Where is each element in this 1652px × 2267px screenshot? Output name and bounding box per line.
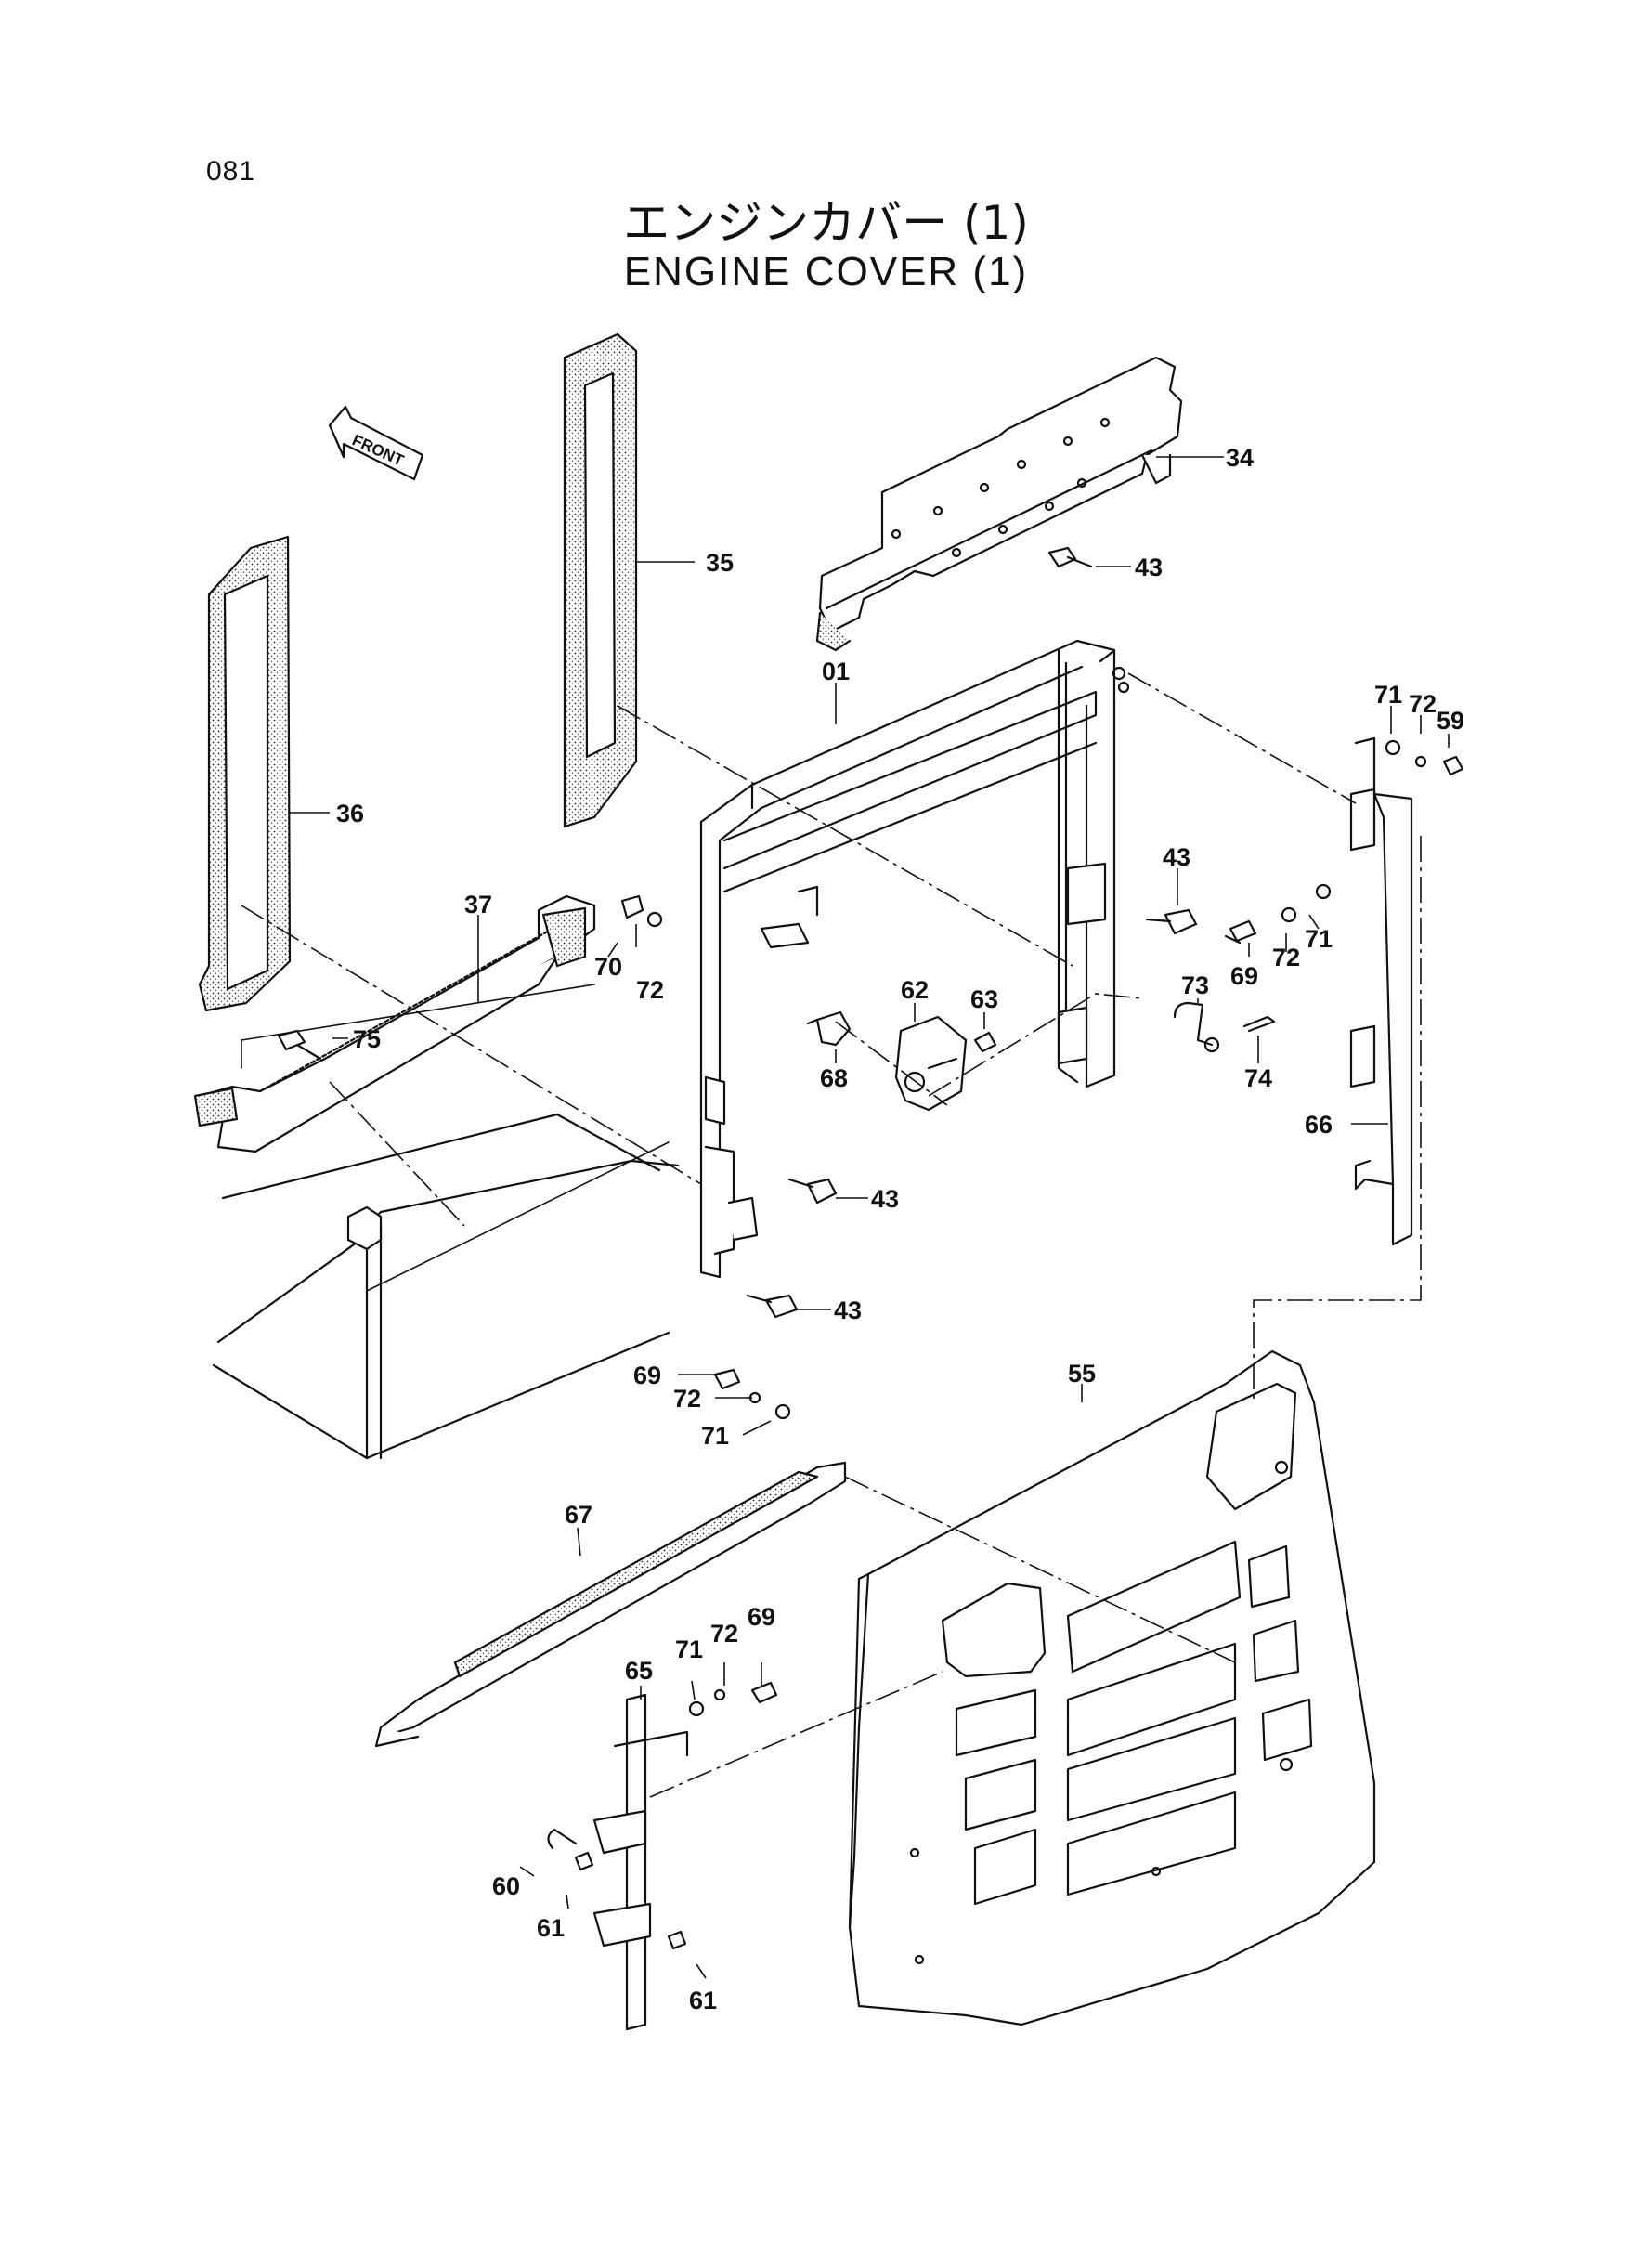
bolt-69-low xyxy=(713,1368,741,1390)
callout-69-low: 69 xyxy=(633,1362,661,1389)
callout-60: 60 xyxy=(492,1872,520,1900)
channel-part-37 xyxy=(193,894,596,1153)
nut-59 xyxy=(1442,755,1464,776)
seal-part-35 xyxy=(563,332,638,828)
title-english: ENGINE COVER (1) xyxy=(623,249,1029,294)
bracket-part-66 xyxy=(1349,736,1413,1246)
callout-35: 35 xyxy=(706,549,734,577)
page-number: 081 xyxy=(206,156,256,187)
ubolt-part-73 xyxy=(1173,1001,1220,1053)
seal-part-36 xyxy=(198,535,292,1012)
callout-65: 65 xyxy=(625,1657,653,1685)
callout-34: 34 xyxy=(1226,444,1254,472)
callout-71-top: 71 xyxy=(1374,681,1402,709)
callout-72-mid: 72 xyxy=(1272,944,1300,971)
callout-73: 73 xyxy=(1181,971,1209,999)
latch-part-62 xyxy=(894,1015,968,1112)
callout-72-bottom: 72 xyxy=(710,1620,738,1648)
hood-body xyxy=(212,984,680,1460)
callout-63: 63 xyxy=(970,985,998,1013)
callout-66: 66 xyxy=(1305,1111,1333,1139)
bracket-part-34 xyxy=(815,356,1183,652)
callout-72-left: 72 xyxy=(636,976,664,1004)
callout-62: 62 xyxy=(901,976,929,1004)
callout-43-top: 43 xyxy=(1135,554,1163,581)
pin-part-74 xyxy=(1242,1015,1276,1033)
bolt-43-mid xyxy=(1145,908,1198,935)
assembly-lines xyxy=(241,672,1422,1798)
callout-61-right: 61 xyxy=(689,1987,717,2014)
callout-59: 59 xyxy=(1437,707,1464,735)
nut-61a xyxy=(574,1851,594,1871)
front-arrow-icon: FRONT xyxy=(328,405,424,481)
callout-71-bottom: 71 xyxy=(675,1635,703,1663)
nut-70 xyxy=(620,894,644,919)
callout-74: 74 xyxy=(1244,1064,1272,1092)
callout-72-top: 72 xyxy=(1409,690,1437,718)
callout-36: 36 xyxy=(336,800,364,827)
callout-37: 37 xyxy=(464,891,492,919)
callout-43-mid: 43 xyxy=(1163,843,1190,871)
callout-71-mid: 71 xyxy=(1305,925,1333,953)
callout-71-low: 71 xyxy=(701,1422,729,1450)
bolt-69-bottom xyxy=(750,1681,778,1704)
knob-part-68 xyxy=(806,1010,852,1047)
callouts: 34 43 35 36 37 01 43 71 72 59 71 72 69 7… xyxy=(336,444,1464,2014)
callout-61-left: 61 xyxy=(537,1914,565,1942)
frame-part-01 xyxy=(699,639,1130,1279)
bolt-43-left1 xyxy=(787,1178,838,1205)
callout-75: 75 xyxy=(353,1025,381,1053)
callout-69-mid: 69 xyxy=(1230,962,1258,990)
bolt-43-top xyxy=(1047,546,1093,568)
callout-70: 70 xyxy=(594,953,622,981)
fasteners xyxy=(277,546,1464,1950)
leader-lines xyxy=(290,456,1450,1979)
title-japanese: エンジンカバー (1) xyxy=(623,196,1029,250)
callout-69-bottom: 69 xyxy=(748,1603,775,1631)
cover-part-55 xyxy=(848,1349,1376,2026)
bracket-part-65 xyxy=(592,1693,689,2031)
callout-43-left1: 43 xyxy=(871,1185,899,1213)
callout-67: 67 xyxy=(565,1501,592,1529)
callout-55: 55 xyxy=(1068,1360,1096,1388)
bolt-43-left2 xyxy=(746,1294,799,1319)
bolt-75 xyxy=(277,1029,322,1061)
callout-68: 68 xyxy=(820,1064,848,1092)
callout-01: 01 xyxy=(822,658,850,685)
bolt-69-right xyxy=(1224,919,1257,945)
callout-72-low: 72 xyxy=(673,1385,701,1413)
strip-part-67 xyxy=(374,1461,847,1748)
nut-61b xyxy=(667,1930,687,1950)
callout-43-left2: 43 xyxy=(834,1296,862,1324)
bolt-63 xyxy=(973,1031,997,1053)
